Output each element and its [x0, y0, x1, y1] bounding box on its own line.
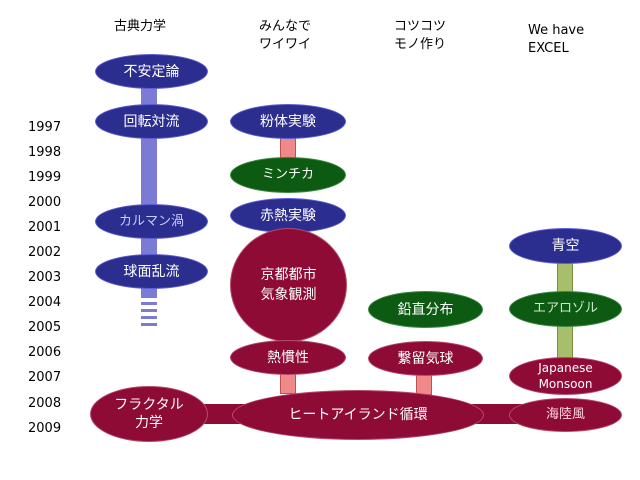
node-aerosol: エアロゾル	[509, 291, 622, 327]
column-title-minna: みんなで ワイワイ	[259, 19, 312, 52]
column-title-excel: We have EXCEL	[528, 23, 585, 56]
node-sekinetsu: 赤熱実験	[230, 198, 346, 233]
year-label: 2007	[28, 370, 62, 385]
node-enchoku: 鉛直分布	[368, 291, 483, 328]
connector-bar	[280, 372, 296, 394]
classical-bar-stripe	[141, 316, 157, 319]
node-kyumen: 球面乱流	[95, 254, 208, 289]
classical-bar-stripe	[141, 302, 157, 305]
node-netsukan: 熱慣性	[230, 340, 346, 375]
year-label: 2009	[28, 421, 62, 436]
node-keiryu: 繋留気球	[368, 341, 483, 376]
node-fuantei: 不安定論	[95, 54, 208, 89]
year-label: 2002	[28, 245, 62, 260]
classical-bar-stripe	[141, 323, 157, 326]
year-label: 2005	[28, 320, 62, 335]
year-label: 2001	[28, 220, 62, 235]
node-funtai: 粉体実験	[230, 104, 346, 139]
year-label: 2006	[28, 345, 62, 360]
year-label: 2000	[28, 195, 62, 210]
classical-bar-stripe	[141, 309, 157, 312]
year-label: 1998	[28, 145, 62, 160]
year-label: 1999	[28, 170, 62, 185]
node-monsoon: Japanese Monsoon	[509, 357, 622, 395]
connector-bar	[280, 138, 296, 158]
year-label: 2003	[28, 270, 62, 285]
column-title-kotsukotsu: コツコツ モノ作り	[394, 19, 447, 52]
year-label: 1997	[28, 120, 62, 135]
node-karman: カルマン渦	[95, 204, 208, 239]
connector-bar	[416, 373, 432, 395]
node-kairikufu: 海陸風	[509, 398, 622, 432]
node-heat-island: ヒートアイランド循環	[232, 390, 484, 440]
connector-bar	[557, 260, 573, 294]
year-label: 2004	[28, 295, 62, 310]
connector-bar	[557, 322, 573, 360]
node-kaiten: 回転対流	[95, 104, 208, 139]
node-fractal: フラクタル 力学	[90, 386, 208, 442]
node-minchika: ミンチカ	[230, 157, 346, 193]
node-aozora: 青空	[509, 228, 622, 264]
year-label: 2008	[28, 396, 62, 411]
node-kyoto: 京都都市 気象観測	[230, 228, 347, 342]
column-title-classical: 古典力学	[114, 19, 167, 34]
